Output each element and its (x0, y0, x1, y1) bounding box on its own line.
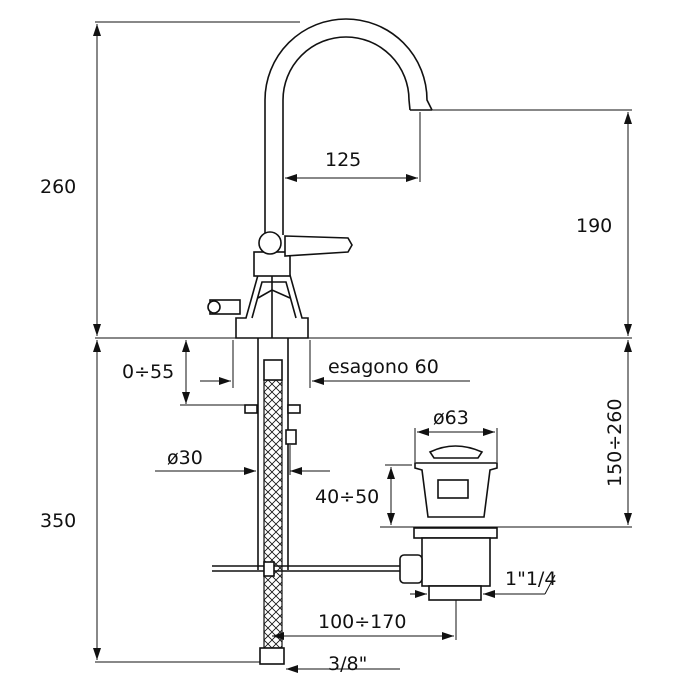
pop-up-waste (212, 445, 498, 601)
dim-o30: ø30 (155, 445, 330, 475)
dim-o63: ø63 (414, 407, 498, 462)
dim-100-170: 100÷170 (272, 600, 457, 640)
dim-3-8: 3/8" (286, 653, 400, 675)
svg-text:ø63: ø63 (433, 407, 469, 429)
dim-350: 350 (40, 340, 101, 660)
svg-text:350: 350 (40, 510, 76, 532)
dim-260: 260 (40, 24, 101, 336)
svg-text:0÷55: 0÷55 (122, 361, 174, 383)
svg-text:esagono 60: esagono 60 (328, 356, 439, 378)
svg-text:100÷170: 100÷170 (318, 611, 406, 633)
dim-150-260: 150÷260 (604, 340, 632, 525)
svg-text:150÷260: 150÷260 (604, 399, 626, 487)
shank-and-hose (244, 338, 301, 665)
svg-text:190: 190 (576, 215, 612, 237)
svg-text:125: 125 (325, 149, 361, 171)
svg-text:260: 260 (40, 176, 76, 198)
dim-190: 190 (576, 112, 632, 336)
dim-125: 125 (285, 149, 418, 182)
dim-esagono-60: esagono 60 (200, 356, 470, 385)
svg-text:1"1/4: 1"1/4 (505, 568, 556, 590)
mixer-body (207, 231, 353, 339)
svg-text:40÷50: 40÷50 (315, 486, 379, 508)
dim-0-55: 0÷55 (122, 340, 250, 406)
dim-1-1-4: 1"1/4 (410, 568, 556, 598)
svg-text:ø30: ø30 (167, 447, 203, 469)
spout (264, 18, 433, 235)
svg-text:3/8": 3/8" (328, 653, 367, 675)
dim-40-50: 40÷50 (315, 464, 632, 528)
